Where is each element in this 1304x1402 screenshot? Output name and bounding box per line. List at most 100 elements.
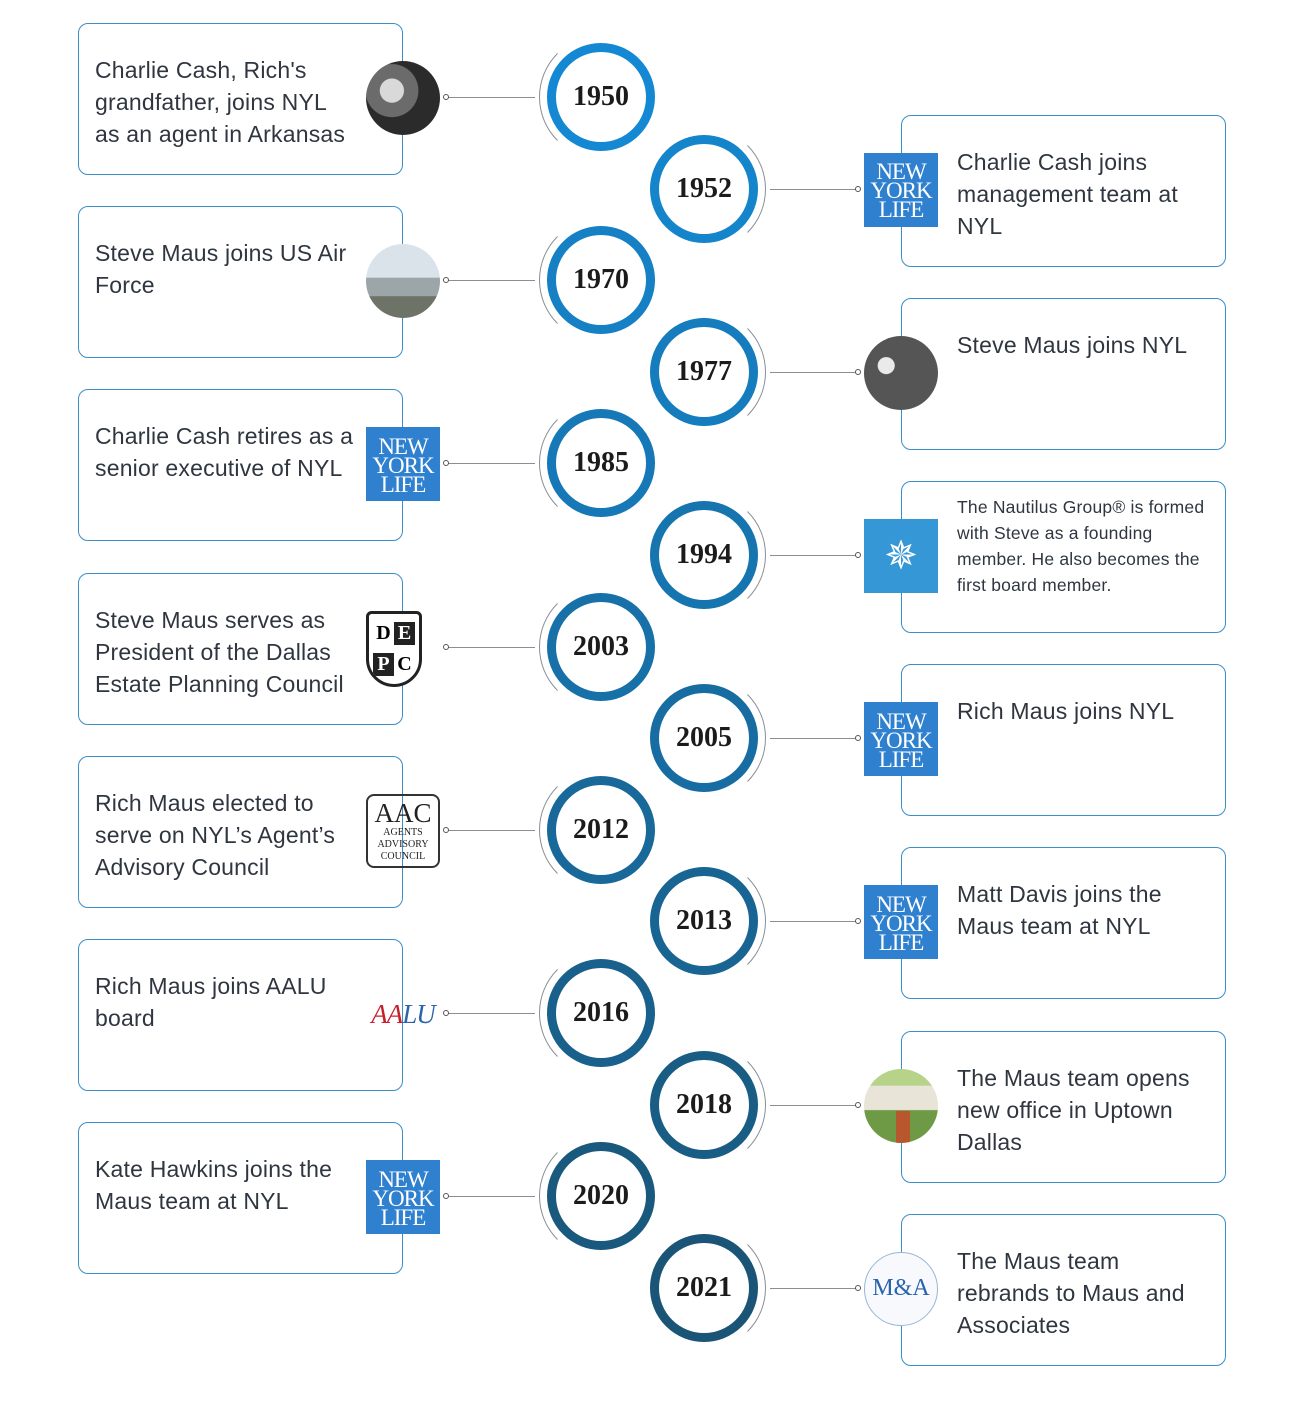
- year-badge-2012: 2012: [547, 775, 655, 884]
- year-arc: [539, 218, 663, 343]
- connector-dot: [443, 1010, 449, 1016]
- year-label: 1950: [573, 81, 629, 112]
- event-description: Steve Maus serves as President of the Da…: [95, 606, 344, 697]
- year-label: 2020: [573, 1180, 629, 1212]
- event-description: Matt Davis joins the Maus team at NYL: [957, 881, 1162, 940]
- year-label: 1977: [676, 355, 732, 387]
- nyl-logo-word: YORK: [870, 910, 932, 936]
- depc-letter: E: [394, 621, 415, 645]
- year-label: 1985: [573, 447, 629, 479]
- connector-line: [446, 280, 535, 282]
- year-badge-2018: 2018: [650, 1050, 758, 1159]
- year-badge-1950: 1950: [547, 43, 655, 151]
- connector-dot: [855, 735, 861, 742]
- year-arc: [539, 767, 663, 892]
- connector-line: [770, 921, 858, 923]
- connector-line: [770, 1287, 858, 1289]
- maus-associates-logo-icon: M&A: [864, 1251, 938, 1326]
- connector-dot: [855, 552, 861, 558]
- nyl-logo-word: NEW: [876, 708, 926, 734]
- year-label: 2005: [676, 722, 732, 754]
- event-card-1952: Charlie Cash joins management team at NY…: [864, 114, 1226, 267]
- event-card-2003: Steve Maus serves as President of the Da…: [78, 572, 422, 725]
- event-description: The Nautilus Group® is formed with Steve…: [957, 497, 1205, 595]
- event-card-2018: The Maus team opens new office in Uptown…: [864, 1030, 1226, 1183]
- aac-logo-word: ADVISORY: [377, 838, 429, 850]
- nyl-logo-word: NEW: [876, 159, 926, 185]
- event-card-1977: Steve Maus joins NYL: [864, 297, 1226, 450]
- photo-office-icon: [864, 1068, 938, 1143]
- event-description: Rich Maus joins AALU board: [95, 973, 327, 1031]
- nyl-logo-word: NEW: [378, 1166, 428, 1192]
- year-arc: [642, 126, 766, 251]
- event-description: The Maus team opens new office in Uptown…: [957, 1064, 1190, 1155]
- year-badge-1970: 1970: [547, 226, 655, 335]
- event-card-2013: Matt Davis joins the Maus team at NYL NEW…: [864, 847, 1226, 1000]
- year-arc: [642, 859, 766, 984]
- connector-dot: [443, 826, 449, 833]
- nyl-logo-word: YORK: [372, 1185, 434, 1211]
- year-badge-2013: 2013: [650, 867, 758, 976]
- connector-line: [446, 1013, 535, 1014]
- year-arc: [539, 1134, 663, 1259]
- aac-logo-word: AAC: [374, 797, 432, 828]
- connector-line: [446, 1196, 535, 1198]
- year-label: 2013: [676, 905, 732, 937]
- aac-logo-word: COUNCIL: [380, 850, 426, 862]
- connector-dot: [855, 1101, 861, 1108]
- connector-line: [446, 829, 535, 831]
- photo-handshake-icon: [864, 335, 938, 410]
- event-card-2012: Rich Maus elected to serve on NYL’s Agen…: [78, 755, 440, 908]
- year-arc: [539, 584, 663, 709]
- event-description: Charlie Cash joins management team at NY…: [957, 148, 1178, 239]
- connector-line: [770, 371, 858, 373]
- depc-letter: P: [373, 652, 394, 676]
- nyl-logo-word: NEW: [378, 433, 428, 459]
- year-arc: [642, 1225, 766, 1350]
- connector-dot: [855, 918, 861, 925]
- year-badge-2003: 2003: [547, 592, 655, 701]
- connector-dot: [855, 185, 861, 192]
- year-label: 1994: [676, 539, 732, 570]
- year-label: 2021: [676, 1271, 732, 1303]
- connector-line: [446, 646, 535, 648]
- year-badge-1952: 1952: [650, 134, 758, 243]
- nyl-logo-word: YORK: [870, 727, 932, 753]
- year-arc: [642, 676, 766, 801]
- nyl-logo-word: NEW: [876, 891, 926, 917]
- aac-logo-word: AGENTS: [383, 826, 423, 838]
- nyl-logo-word: LIFE: [878, 197, 925, 223]
- connector-dot: [855, 1284, 861, 1291]
- connector-line: [770, 738, 858, 740]
- year-label: 2012: [573, 813, 629, 845]
- compass-star-icon: ✵: [884, 534, 918, 578]
- depc-letter: C: [397, 652, 412, 675]
- connector-line: [446, 463, 535, 465]
- event-description: The Maus team rebrands to Maus and Assoc…: [957, 1247, 1185, 1338]
- connector-line: [770, 1104, 858, 1106]
- event-description: Charlie Cash retires as a senior executi…: [95, 423, 354, 482]
- year-label: 2018: [676, 1088, 732, 1120]
- aalu-logo-part: AA: [371, 998, 403, 1029]
- connector-line: [446, 97, 535, 98]
- year-label: 2003: [573, 630, 629, 662]
- year-label: 1970: [573, 264, 629, 296]
- event-description: Rich Maus joins NYL: [957, 698, 1175, 725]
- year-arc: [642, 1042, 766, 1167]
- event-card-1970: Steve Maus joins US Air Force: [78, 206, 440, 359]
- year-badge-1985: 1985: [547, 409, 655, 518]
- connector-dot: [443, 94, 449, 100]
- nyl-logo-word: LIFE: [380, 471, 427, 497]
- nyl-logo-word: LIFE: [878, 746, 925, 772]
- connector-dot: [443, 460, 449, 467]
- year-arc: [539, 35, 663, 159]
- connector-line: [770, 188, 858, 190]
